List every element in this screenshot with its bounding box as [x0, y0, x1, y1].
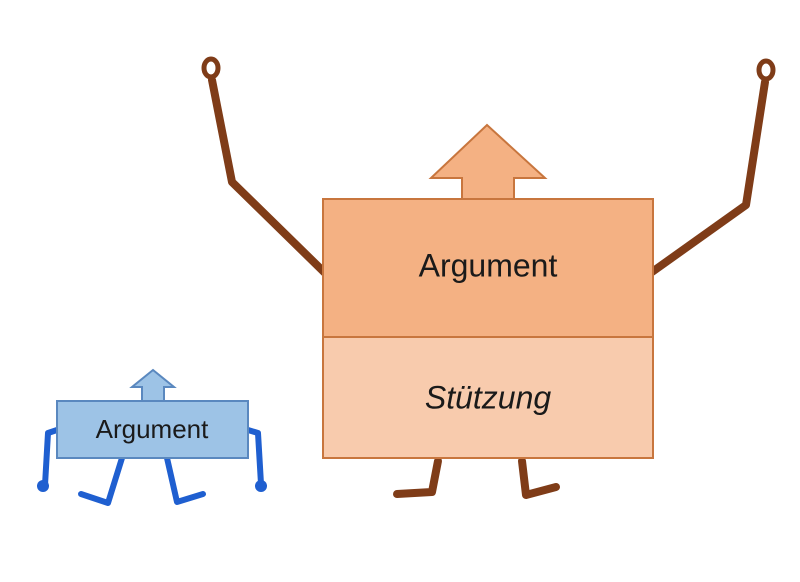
big-argument-figure: Argument Stützung: [201, 56, 776, 499]
big-left-hand: [201, 56, 221, 80]
small-up-arrow: [129, 368, 177, 402]
big-up-arrow: [428, 123, 548, 200]
big-argument-label: Argument: [419, 247, 558, 283]
big-right-leg: [518, 457, 560, 499]
small-argument-figure: Argument: [37, 368, 267, 506]
big-right-arm: [648, 78, 769, 276]
big-left-arm: [208, 76, 329, 277]
stuetzung-box: [322, 336, 654, 459]
small-right-arm: [245, 427, 264, 487]
small-argument-box: [56, 400, 249, 459]
stuetzung-label: Stützung: [425, 379, 552, 415]
small-left-leg: [78, 455, 125, 506]
big-left-leg: [393, 457, 442, 498]
small-left-arm: [42, 427, 60, 488]
small-right-leg: [164, 455, 206, 505]
small-left-hand: [37, 480, 49, 492]
small-argument-label: Argument: [96, 414, 209, 444]
big-argument-box: [322, 198, 654, 338]
small-right-hand: [255, 480, 267, 492]
big-right-hand: [756, 58, 776, 82]
